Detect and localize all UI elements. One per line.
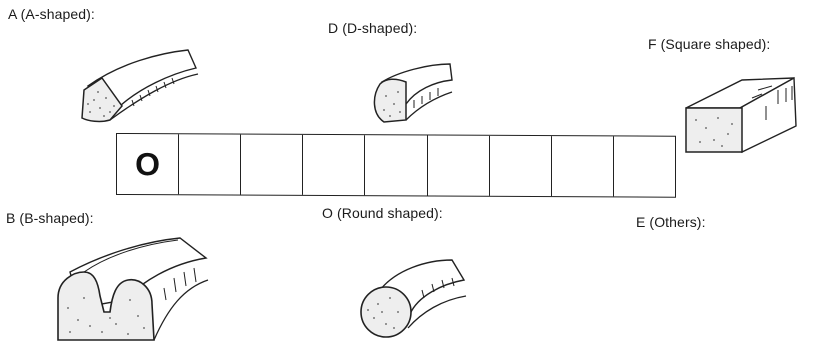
label-b-shaped: B (B-shaped): xyxy=(6,210,94,226)
label-others: E (Others): xyxy=(636,214,706,230)
answer-cell[interactable] xyxy=(551,136,614,197)
answer-cell[interactable] xyxy=(489,135,552,197)
label-d-shaped: D (D-shaped): xyxy=(328,20,418,36)
label-round-shaped: O (Round shaped): xyxy=(322,205,443,221)
answer-cell[interactable] xyxy=(303,134,366,196)
answer-grid: O xyxy=(116,133,676,198)
square-shaped-gasket-icon xyxy=(685,76,797,154)
answer-cell[interactable] xyxy=(614,136,675,196)
answer-cell[interactable] xyxy=(241,134,304,195)
a-shaped-gasket-icon xyxy=(81,49,199,123)
round-shaped-gasket-icon xyxy=(360,259,467,338)
b-shaped-gasket-icon xyxy=(57,237,209,341)
answer-cell[interactable]: O xyxy=(117,134,180,195)
answer-cell[interactable] xyxy=(179,134,242,195)
label-square-shaped: F (Square shaped): xyxy=(648,36,771,52)
answer-cell[interactable] xyxy=(365,135,428,196)
d-shaped-gasket-icon xyxy=(373,63,453,123)
answer-cell[interactable] xyxy=(427,135,490,196)
label-a-shaped: A (A-shaped): xyxy=(8,6,95,22)
